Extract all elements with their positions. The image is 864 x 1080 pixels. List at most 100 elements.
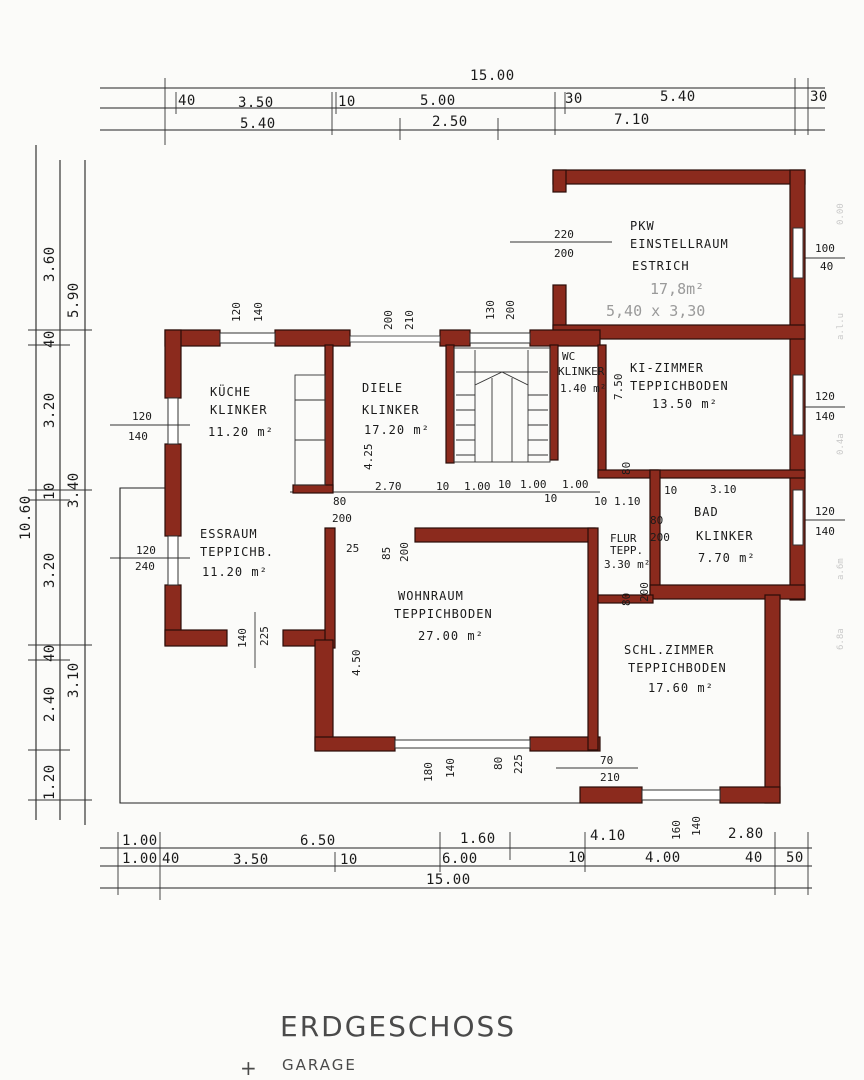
ess-bottom-w: 140: [236, 628, 249, 648]
staircase: [453, 347, 551, 463]
bottom-row2-dim-5: 6.00: [442, 851, 478, 867]
kueche-window-h: 140: [252, 302, 265, 322]
wohn-door2-w: 80: [492, 757, 505, 770]
kizimmer-floor: TEPPICHBODEN: [630, 379, 729, 393]
diele-window-w: 200: [382, 310, 395, 330]
bad-area: 7.70 m²: [698, 551, 756, 565]
flur-door2-w: 80: [620, 593, 633, 606]
garage-door-h: 200: [554, 247, 574, 260]
title-block: ERDGESCHOSS + GARAGE: [240, 1010, 580, 1080]
wc-label: WC: [562, 350, 575, 363]
diele-door-h: 200: [332, 512, 352, 525]
schl-door-w: 70: [600, 754, 613, 767]
bottom-row2-dim-6: 10: [568, 850, 586, 866]
garage-floor: ESTRICH: [632, 259, 690, 273]
opening-labels: 220 200 120 140 200 210 130 200 120 140 …: [110, 228, 703, 840]
flur-area: 3.30 m²: [604, 558, 650, 571]
schlzimmer-area: 17.60 m²: [648, 681, 714, 695]
garage-size: 5,40 x 3,30: [606, 302, 705, 320]
ess-left-w: 120: [136, 544, 156, 557]
left-inner-dim-2: 3.40: [66, 472, 82, 508]
top-dim-2: 3.50: [238, 95, 274, 111]
margin-mark-2: a.l.u: [836, 313, 846, 340]
left-dim-1: 3.60: [42, 246, 58, 282]
top-dimension-chain: 15.00 40 3.50 10 5.00 30 5.40 30 5.40 2.…: [100, 68, 827, 145]
bottom-row2-dim-3: 3.50: [233, 852, 269, 868]
ess-bottom-h: 225: [258, 626, 271, 646]
garage-label: PKW: [630, 219, 655, 233]
bottom-row2-dim-7: 4.00: [645, 850, 681, 866]
diele-floor: KLINKER: [362, 403, 420, 417]
inner-dim-12: 4.25: [362, 444, 375, 471]
top-dim-3: 10: [338, 94, 356, 110]
bottom-dim-2: 6.50: [300, 833, 336, 849]
terrace-outline: [119, 487, 600, 804]
inner-dim-4: 10: [498, 478, 511, 491]
inner-dim-13: 4.50: [350, 650, 363, 677]
essraum-area: 11.20 m²: [202, 565, 268, 579]
left-dim-6: 40: [42, 644, 58, 662]
inner-dim-11: 3.10: [710, 483, 737, 496]
essraum-floor: TEPPICHB.: [200, 545, 274, 559]
garage-door-w: 220: [554, 228, 574, 241]
bottom-dim-1: 1.00: [122, 833, 158, 849]
kizimmer-area: 13.50 m²: [652, 397, 718, 411]
top-total-dim: 15.00: [470, 68, 515, 84]
left-inner-dim-1: 5.90: [66, 282, 82, 318]
wohnraum-area: 27.00 m²: [418, 629, 484, 643]
schlzimmer-label: SCHL.ZIMMER: [624, 643, 714, 657]
wc-door-label: 7.50: [612, 374, 625, 401]
inner-dim-8: 10: [594, 495, 607, 508]
right-label-5: 120: [815, 505, 835, 518]
top-dim-5: 30: [565, 91, 583, 107]
diele-window-h: 210: [403, 310, 416, 330]
stair-window-w: 130: [484, 300, 497, 320]
bad-label: BAD: [694, 505, 719, 519]
margin-mark-1: 0.00: [836, 203, 846, 225]
left-dim-4: 10: [42, 482, 58, 500]
wohn-door2-h: 225: [512, 754, 525, 774]
flur-label: FLUR: [610, 532, 637, 545]
inner-dim-6: 10: [544, 492, 557, 505]
left-inner-dim-3: 3.10: [66, 662, 82, 698]
bottom-row2-dim-1: 1.00: [122, 851, 158, 867]
wohnraum-floor: TEPPICHBODEN: [394, 607, 493, 621]
left-total-dim: 10.60: [18, 495, 34, 540]
bottom-row2-dim-8: 40: [745, 850, 763, 866]
flur-floor: TEPP.: [610, 544, 643, 557]
right-label-1: 100: [815, 242, 835, 255]
bottom-row2-dim-9: 50: [786, 850, 804, 866]
top-dim-6: 5.40: [660, 89, 696, 105]
ess-left-h: 240: [135, 560, 155, 573]
garage-type: EINSTELLRAUM: [630, 237, 729, 251]
inner-dim-2: 10: [436, 480, 449, 493]
bottom-dim-5: 2.80: [728, 826, 764, 842]
schl-door-h: 210: [600, 771, 620, 784]
room-labels: PKW EINSTELLRAUM ESTRICH 17,8m² 5,40 x 3…: [200, 219, 756, 695]
schl-window-h: 140: [690, 816, 703, 836]
margin-mark-4: a.6m: [836, 558, 846, 580]
wohn-door-h: 200: [398, 542, 411, 562]
top-dim-row2-3: 7.10: [614, 112, 650, 128]
left-dim-3: 3.20: [42, 392, 58, 428]
top-dim-row2-1: 5.40: [240, 116, 276, 132]
left-dimension-chain: 3.60 40 3.20 10 3.20 40 2.40 1.20 5.90 3…: [18, 145, 92, 825]
margin-mark-3: 0.4a: [836, 433, 846, 455]
windows: [167, 227, 804, 801]
kueche-left-h: 140: [128, 430, 148, 443]
kueche-area: 11.20 m²: [208, 425, 274, 439]
left-dim-2: 40: [42, 330, 58, 348]
right-label-6: 140: [815, 525, 835, 538]
left-dim-5: 3.20: [42, 552, 58, 588]
essraum-label: ESSRAUM: [200, 527, 258, 541]
inner-dim-9: 1.10: [614, 495, 641, 508]
wohn-window-h: 140: [444, 758, 457, 778]
bottom-dim-4: 4.10: [590, 828, 626, 844]
inner-dim-5: 1.00: [520, 478, 547, 491]
bottom-row2-dim-2: 40: [162, 851, 180, 867]
inner-dim-7: 1.00: [562, 478, 589, 491]
flur-door-h: 200: [650, 531, 670, 544]
left-dim-8: 1.20: [42, 764, 58, 800]
top-dim-4: 5.00: [420, 93, 456, 109]
